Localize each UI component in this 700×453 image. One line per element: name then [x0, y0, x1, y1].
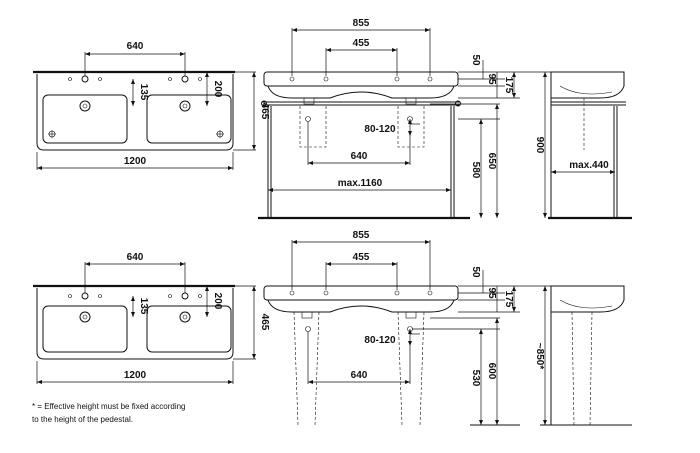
- plan-top-tap-spacing: 640: [127, 41, 144, 52]
- front-top-trap-spacing: 640: [351, 151, 368, 162]
- plan-top-width: 1200: [124, 156, 147, 167]
- front-top-range: 80-120: [364, 124, 396, 135]
- side-bottom-height: ~850*: [534, 343, 545, 370]
- plan-view-bottom: 640 135 200 465 1200: [33, 252, 270, 384]
- front-bottom-h-530: 530: [470, 370, 481, 387]
- front-top-h-580: 580: [470, 162, 481, 179]
- front-bottom-h-600: 600: [486, 363, 497, 380]
- plan-view-top: 640 135 200 465 1200: [33, 41, 270, 170]
- front-bottom-h2: 95: [486, 287, 497, 299]
- front-bottom-inner-span: 455: [353, 252, 370, 263]
- front-top-inner-span: 455: [353, 38, 370, 49]
- side-top-height: 900: [534, 137, 545, 154]
- plan-bottom-rim-to-tap: 200: [212, 293, 223, 310]
- front-bottom-tap-span: 855: [353, 230, 370, 241]
- front-view-bottom: 855 455 50 95 175 80-120 640 530: [263, 230, 520, 426]
- front-top-h1: 50: [470, 54, 481, 66]
- front-top-h3: 175: [503, 77, 514, 94]
- footnote-line-2: to the height of the pedestal.: [32, 415, 133, 424]
- front-top-tap-span: 855: [353, 18, 370, 29]
- front-bottom-h3: 175: [503, 291, 514, 308]
- plan-top-rim-to-tap: 200: [212, 81, 223, 98]
- footnote-line-1: * = Effective height must be fixed accor…: [32, 402, 186, 411]
- side-view-bottom: ~850*: [520, 285, 632, 426]
- side-view-top: 900 max.440: [520, 71, 632, 220]
- front-bottom-range: 80-120: [364, 335, 396, 346]
- plan-top-overflow: 135: [138, 84, 149, 101]
- front-top-h-650: 650: [486, 153, 497, 170]
- plan-bottom-overflow: 135: [138, 298, 149, 315]
- plan-bottom-depth: 465: [259, 314, 270, 331]
- plan-bottom-tap-spacing: 640: [127, 252, 144, 263]
- plan-top-depth: 465: [259, 103, 270, 120]
- front-top-h2: 95: [486, 73, 497, 85]
- side-top-max-depth: max.440: [569, 160, 609, 171]
- front-bottom-trap-spacing: 640: [351, 370, 368, 381]
- front-top-max-frame: max.1160: [338, 178, 383, 189]
- front-view-top: 855 455 50 95 175 80-120 640 max.1160: [258, 18, 520, 220]
- plan-bottom-width: 1200: [124, 370, 147, 381]
- front-bottom-h1: 50: [470, 266, 481, 278]
